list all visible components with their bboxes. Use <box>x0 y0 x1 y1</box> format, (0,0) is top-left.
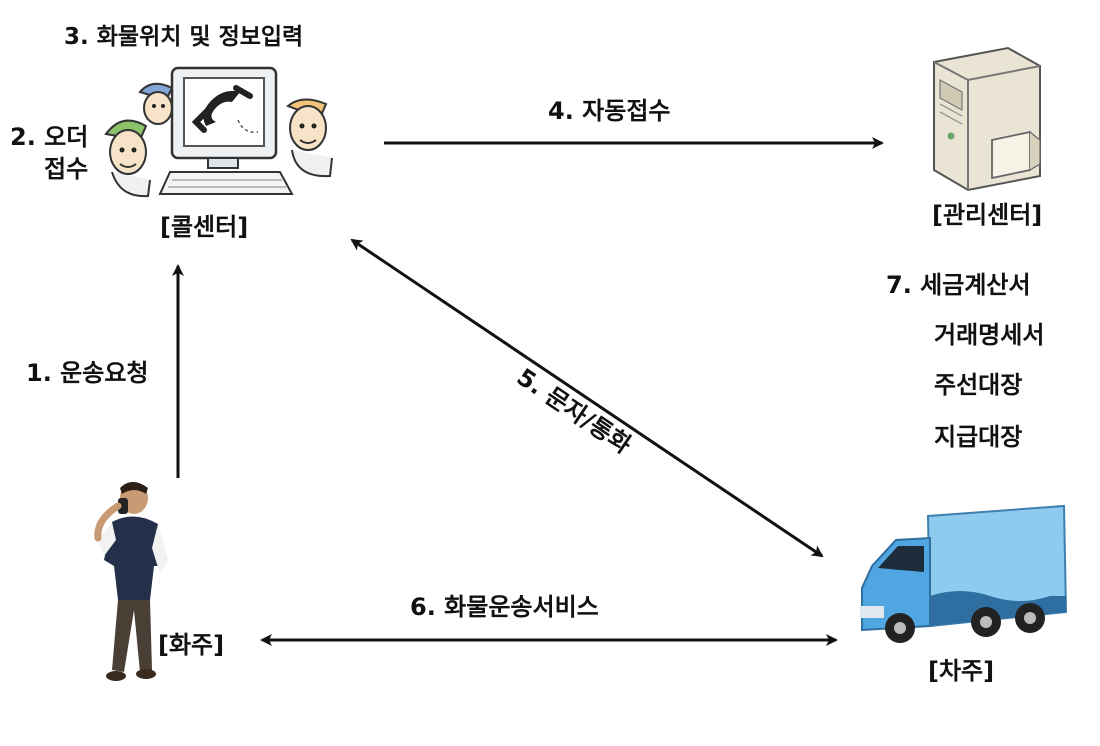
call-center-computer-icon <box>104 66 333 198</box>
step-3-label: 3. 화물위치 및 정보입력 <box>64 24 304 50</box>
step-7-title: 7. 세금계산서 <box>886 271 1031 299</box>
arrow-sms-call <box>350 238 824 558</box>
operator-right-icon <box>286 98 333 178</box>
call-center-label: [콜센터] <box>160 213 249 241</box>
step-7-item-2: 주선대장 <box>934 371 1023 399</box>
management-center-label: [관리센터] <box>932 201 1043 229</box>
step-1-label: 1. 운송요청 <box>26 359 149 387</box>
operator-left-icon <box>104 119 151 198</box>
operator-back-icon <box>138 82 174 125</box>
step-7-item-1: 거래명세서 <box>934 321 1045 349</box>
step-4-label: 4. 자동접수 <box>548 97 671 125</box>
step-2-label-line1: 2. 오더 <box>10 123 89 151</box>
truck-owner-label: [차주] <box>928 657 995 685</box>
shipper-label: [화주] <box>158 631 225 659</box>
delivery-truck-icon <box>860 504 1068 643</box>
man-on-phone-icon <box>94 482 168 681</box>
server-tower-icon <box>933 46 1041 192</box>
step-7-item-3: 지급대장 <box>934 423 1023 451</box>
step-2-label-line2: 접수 <box>44 155 89 183</box>
step-6-label: 6. 화물운송서비스 <box>410 593 599 621</box>
